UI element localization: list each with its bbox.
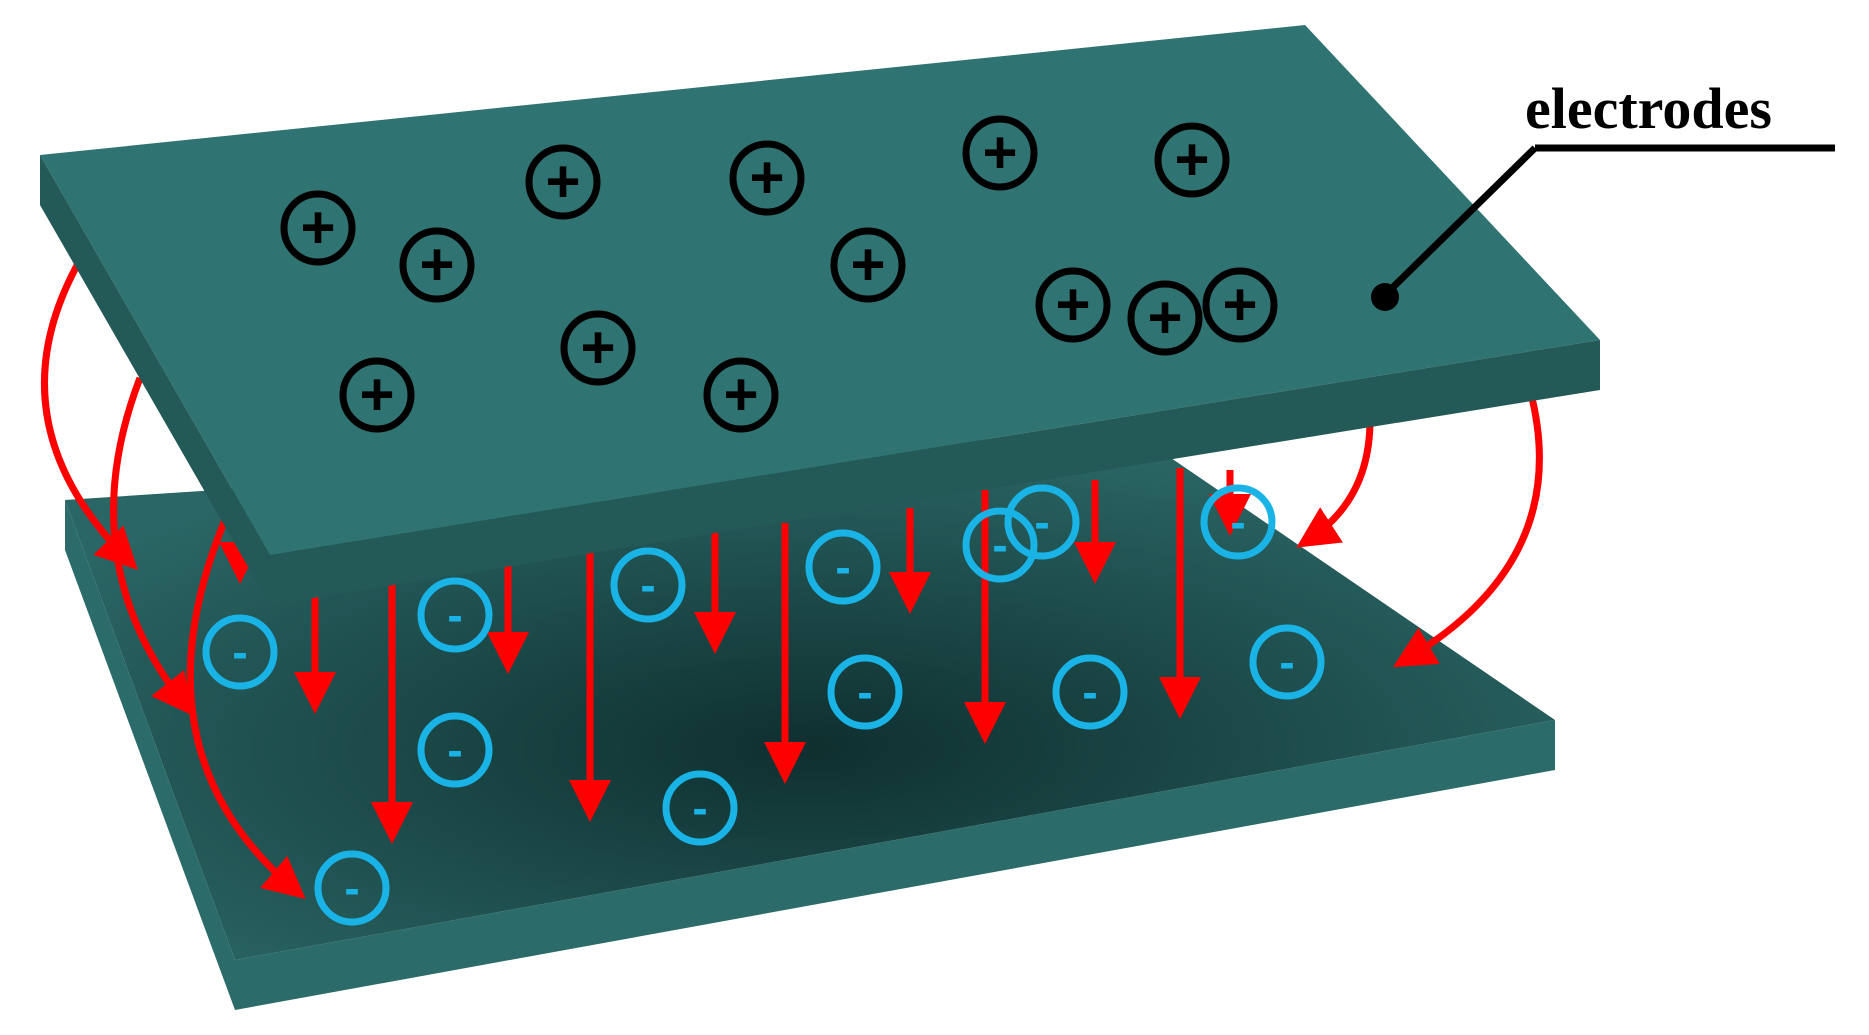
- positive-charge-symbol: +: [1222, 271, 1257, 338]
- negative-charge-symbol: -: [447, 589, 462, 641]
- curved-field-line: [41, 258, 138, 570]
- bottom-plate-left-face: [65, 500, 235, 1010]
- negative-charge-symbol: -: [1279, 636, 1294, 688]
- top-plate-front-face: [270, 340, 1600, 605]
- positive-charge: +: [703, 357, 779, 433]
- negative-charge: -: [1052, 654, 1128, 730]
- positive-charge-symbol: +: [1147, 284, 1182, 351]
- negative-charge: -: [314, 850, 390, 926]
- positive-charge: +: [1127, 280, 1203, 356]
- negative-charge: -: [202, 614, 278, 690]
- leader-line: [1382, 145, 1538, 298]
- positive-charge-symbol: +: [749, 144, 784, 211]
- negative-charge: -: [417, 712, 493, 788]
- positive-charge-symbol: +: [1055, 271, 1090, 338]
- negative-charge-symbol: -: [344, 862, 359, 914]
- electrodes-label: electrodes: [1525, 76, 1772, 141]
- positive-charge: +: [399, 227, 475, 303]
- positive-charge: +: [830, 227, 906, 303]
- positive-charges-group: + + + + + + + + + + + + +: [280, 115, 1278, 433]
- positive-charge: +: [1035, 267, 1111, 343]
- negative-charge: -: [827, 654, 903, 730]
- negative-charge-symbol: -: [1082, 666, 1097, 718]
- negative-charge: -: [610, 547, 686, 623]
- negative-charge-symbol: -: [640, 559, 655, 611]
- positive-charge-symbol: +: [580, 314, 615, 381]
- curved-field-line: [1392, 389, 1543, 668]
- positive-charge: +: [1202, 267, 1278, 343]
- negative-charge-symbol: -: [1034, 496, 1049, 548]
- positive-charge: +: [962, 115, 1038, 191]
- negative-charge: -: [1004, 484, 1080, 560]
- negative-charge: -: [962, 507, 1038, 583]
- bottom-plate-front-face: [235, 720, 1555, 1010]
- top-plate-top-face: [40, 25, 1600, 555]
- negative-charge: -: [662, 770, 738, 846]
- negative-charge-symbol: -: [447, 724, 462, 776]
- positive-charge-symbol: +: [419, 231, 454, 298]
- negative-charge-symbol: -: [835, 541, 850, 593]
- electric-field-lines: [41, 258, 1543, 900]
- positive-charge-symbol: +: [723, 361, 758, 428]
- negative-charge-symbol: -: [1230, 496, 1245, 548]
- leader-dot: [1371, 283, 1399, 311]
- positive-charge-symbol: +: [359, 361, 394, 428]
- positive-charge: +: [339, 357, 415, 433]
- negative-charge: -: [1249, 624, 1325, 700]
- negative-charge: -: [1200, 484, 1276, 560]
- curved-field-line: [1296, 419, 1374, 548]
- negative-charge: -: [417, 577, 493, 653]
- top-electrode-plate: [40, 25, 1600, 605]
- positive-charge-symbol: +: [300, 194, 335, 261]
- positive-charge-symbol: +: [1174, 126, 1209, 193]
- negative-charge-symbol: -: [232, 626, 247, 678]
- positive-charge: +: [525, 144, 601, 220]
- positive-charge: +: [729, 140, 805, 216]
- positive-charge-symbol: +: [982, 119, 1017, 186]
- positive-charge: +: [560, 310, 636, 386]
- positive-charge-symbol: +: [850, 231, 885, 298]
- curved-field-line: [186, 518, 306, 900]
- negative-charge-symbol: -: [692, 782, 707, 834]
- negative-charge-symbol: -: [857, 666, 872, 718]
- positive-charge-symbol: +: [545, 148, 580, 215]
- negative-charge: -: [805, 529, 881, 605]
- negative-charge-symbol: -: [992, 519, 1007, 571]
- positive-charge: +: [280, 190, 356, 266]
- negative-charges-group: -------------: [202, 484, 1325, 926]
- electrodes-callout: electrodes: [1371, 76, 1835, 311]
- curved-field-line: [110, 376, 194, 716]
- positive-charge: +: [1154, 122, 1230, 198]
- top-plate-left-face: [40, 155, 270, 605]
